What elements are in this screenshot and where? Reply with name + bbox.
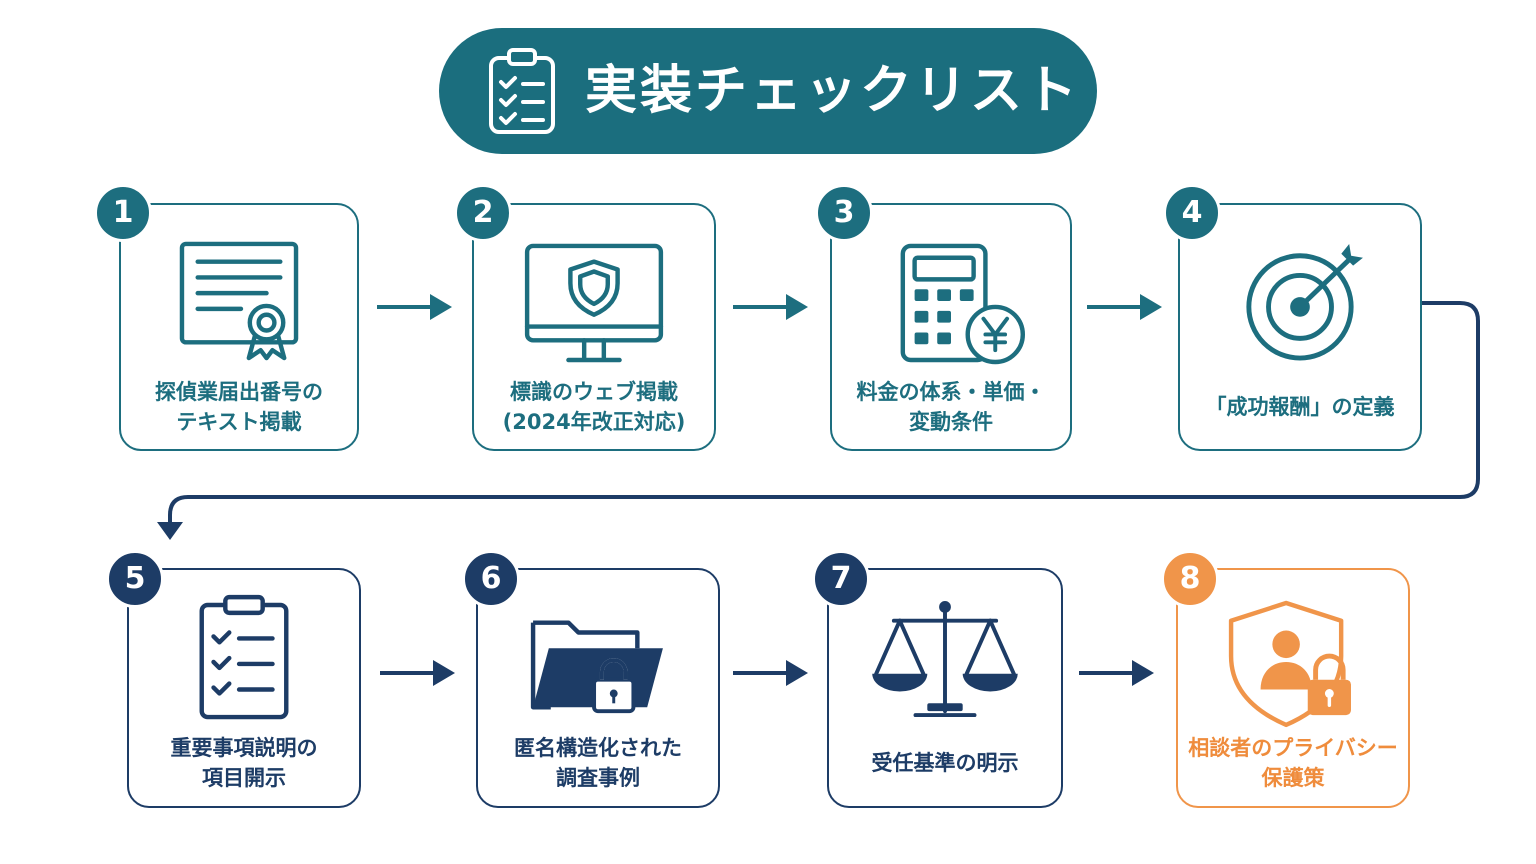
calculator-yen-icon — [900, 243, 1026, 365]
step-label-3: 料金の体系・単価・ 変動条件 — [856, 380, 1046, 434]
step-card-6: 匿名構造化された 調査事例 — [476, 568, 720, 808]
step-label-7: 受任基準の明示 — [871, 751, 1019, 775]
step-badge-7: 7 — [812, 550, 870, 608]
step-badge-2: 2 — [454, 184, 512, 242]
step-label-2: 標識のウェブ掲載 (2024年改正対応) — [502, 380, 686, 434]
shield-user-lock-icon — [1228, 600, 1351, 728]
step-badge-5: 5 — [106, 550, 164, 608]
step-label-8: 相談者のプライバシー 保護策 — [1188, 736, 1398, 790]
certificate-icon — [179, 241, 299, 361]
step-label-4: 「成功報酬」の定義 — [1205, 395, 1395, 419]
clipboard-check-icon — [489, 48, 555, 134]
step-label-1: 探偵業届出番号の テキスト掲載 — [155, 380, 323, 434]
target-icon — [1246, 243, 1363, 361]
step-badge-8: 8 — [1161, 550, 1219, 608]
step-badge-3: 3 — [815, 184, 873, 242]
monitor-shield-icon — [524, 243, 664, 363]
page-title: 実装チェックリスト — [585, 61, 1081, 121]
step-badge-4: 4 — [1163, 184, 1221, 242]
wrap-connector — [168, 301, 1480, 525]
folder-lock-icon — [530, 620, 663, 714]
step-card-4: 「成功報酬」の定義 — [1178, 203, 1422, 451]
step-card-5: 重要事項説明の 項目開示 — [127, 568, 361, 808]
title-banner: 実装チェックリスト — [439, 28, 1097, 154]
step-label-6: 匿名構造化された 調査事例 — [514, 736, 682, 790]
scales-icon — [872, 601, 1018, 718]
step-card-2: 標識のウェブ掲載 (2024年改正対応) — [472, 203, 716, 451]
step-badge-6: 6 — [462, 550, 520, 608]
step-label-5: 重要事項説明の 項目開示 — [170, 736, 318, 790]
step-card-1: 探偵業届出番号の テキスト掲載 — [119, 203, 359, 451]
step-badge-1: 1 — [94, 184, 152, 242]
clipboard-checklist-icon — [199, 594, 289, 720]
step-card-3: 料金の体系・単価・ 変動条件 — [830, 203, 1072, 451]
step-card-8: 相談者のプライバシー 保護策 — [1176, 568, 1410, 808]
step-card-7: 受任基準の明示 — [827, 568, 1063, 808]
